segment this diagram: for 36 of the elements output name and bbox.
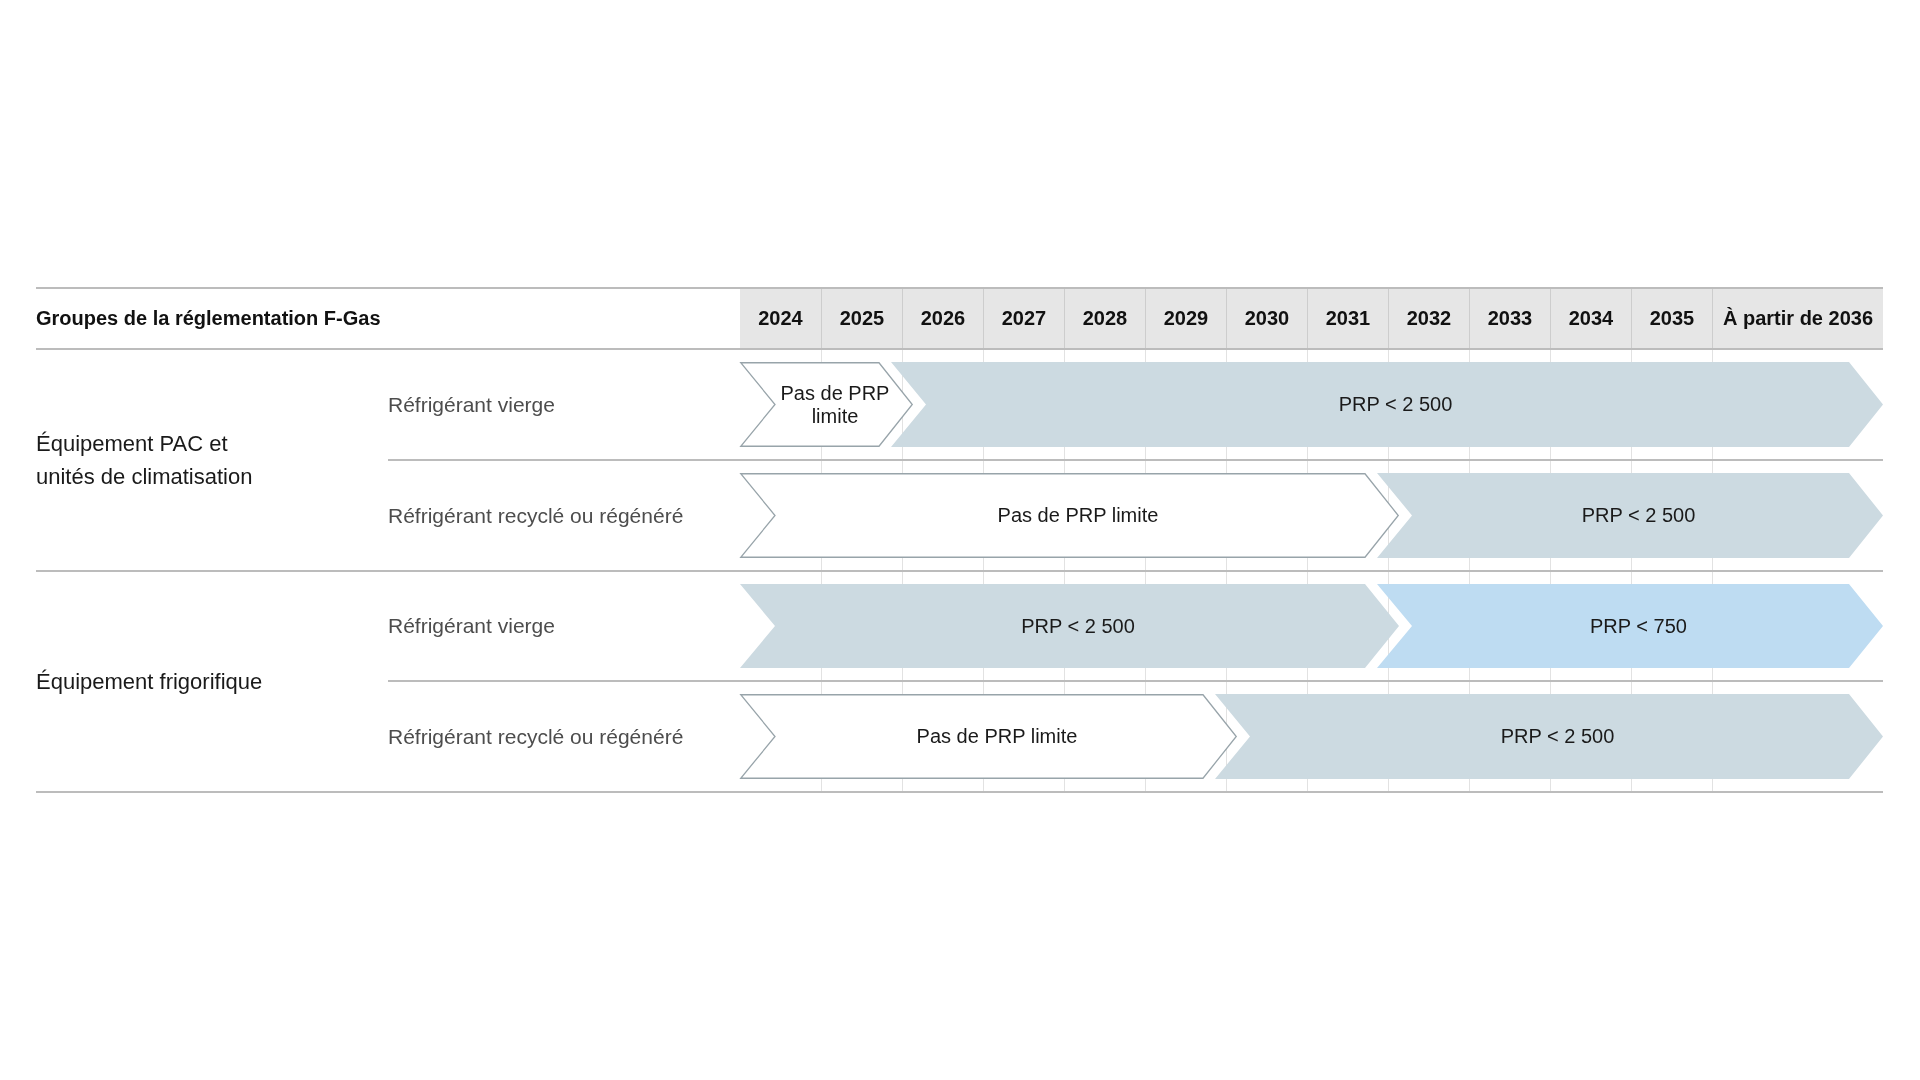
year-header: 2029 — [1145, 289, 1226, 348]
period-band — [740, 694, 1237, 779]
year-header: 2028 — [1064, 289, 1145, 348]
period-band — [740, 473, 1399, 558]
row-label: Réfrigérant recyclé ou régénéré — [388, 503, 684, 528]
year-header: 2035 — [1631, 289, 1712, 348]
column-header: Groupes de la réglementation F-Gas — [36, 307, 381, 330]
year-header: 2026 — [902, 289, 983, 348]
year-header: 2032 — [1388, 289, 1469, 348]
period-band — [1377, 473, 1883, 558]
year-header: 2034 — [1550, 289, 1631, 348]
period-label: PRP < 2 500 — [1581, 504, 1696, 527]
period-label: Pas de PRP limite — [779, 381, 891, 428]
period-band — [740, 584, 1399, 668]
year-header: 2033 — [1469, 289, 1550, 348]
period-band — [1215, 694, 1883, 779]
period-label: PRP < 2 500 — [1338, 393, 1453, 416]
period-label: Pas de PRP limite — [916, 725, 1078, 748]
year-header: À partir de 2036 — [1712, 289, 1883, 348]
period-label: Pas de PRP limite — [997, 504, 1159, 527]
year-header: 2030 — [1226, 289, 1307, 348]
year-header: 2024 — [740, 289, 821, 348]
period-band — [1377, 584, 1883, 668]
period-label: PRP < 750 — [1590, 614, 1687, 638]
group-label: Équipement PAC et unités de climatisation — [36, 430, 254, 491]
year-header: 2031 — [1307, 289, 1388, 348]
period-band — [740, 362, 913, 447]
period-band — [891, 362, 1883, 447]
group-label: Équipement frigorifique — [36, 668, 263, 696]
period-label: PRP < 2 500 — [1500, 725, 1615, 748]
year-header: 2027 — [983, 289, 1064, 348]
period-label: PRP < 2 500 — [1021, 614, 1135, 638]
year-header: 2025 — [821, 289, 902, 348]
row-label: Réfrigérant vierge — [388, 614, 555, 638]
row-label: Réfrigérant vierge — [388, 392, 555, 417]
row-label: Réfrigérant recyclé ou régénéré — [388, 724, 684, 749]
